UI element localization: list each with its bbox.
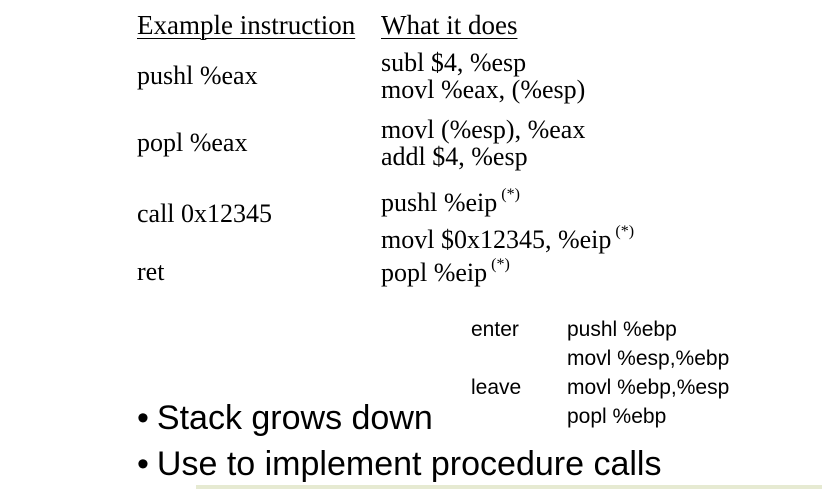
- bullet-marker: •: [137, 399, 149, 437]
- bullet-item: •Use to implement procedure calls: [137, 445, 661, 484]
- header-example-instruction: Example instruction: [137, 10, 356, 40]
- enter-line-2: movl %esp,%ebp: [567, 347, 730, 370]
- header-what-it-does: What it does: [381, 10, 518, 40]
- instruction-popl: popl %eax: [137, 128, 248, 157]
- footnote-marker: (*): [501, 186, 520, 203]
- bullet-item: •Stack grows down: [137, 399, 433, 438]
- description-call: pushl %eip(*) movl $0x12345, %eip(*): [381, 186, 634, 260]
- code-line: movl $0x12345, %eip(*): [381, 223, 635, 254]
- bullet-text: Stack grows down: [156, 399, 433, 437]
- leave-line-1: movl %ebp,%esp: [567, 376, 730, 399]
- leave-line-2: popl %ebp: [567, 405, 667, 428]
- code-line: addl $4, %esp: [381, 142, 528, 171]
- description-pushl: subl $4, %esp movl %eax, (%esp): [381, 49, 585, 103]
- description-ret: popl %eip(*): [381, 256, 510, 290]
- instruction-ret: ret: [137, 257, 165, 286]
- bullet-marker: •: [137, 445, 149, 483]
- instruction-call: call 0x12345: [137, 199, 273, 228]
- enter-label: enter: [471, 318, 519, 341]
- enter-line-1: pushl %ebp: [567, 318, 677, 341]
- leave-label: leave: [471, 376, 522, 399]
- code-line: movl (%esp), %eax: [381, 115, 586, 144]
- code-line: pushl %eip(*): [381, 186, 520, 217]
- code-line: popl %eip(*): [381, 256, 510, 287]
- footnote-marker: (*): [615, 223, 635, 240]
- description-popl: movl (%esp), %eax addl $4, %esp: [381, 116, 585, 170]
- footer-divider: [196, 485, 822, 489]
- footnote-marker: (*): [491, 256, 510, 273]
- code-line: subl $4, %esp: [381, 48, 527, 77]
- bullet-text: Use to implement procedure calls: [156, 445, 662, 483]
- code-line: movl %eax, (%esp): [381, 75, 586, 104]
- instruction-pushl: pushl %eax: [137, 61, 258, 90]
